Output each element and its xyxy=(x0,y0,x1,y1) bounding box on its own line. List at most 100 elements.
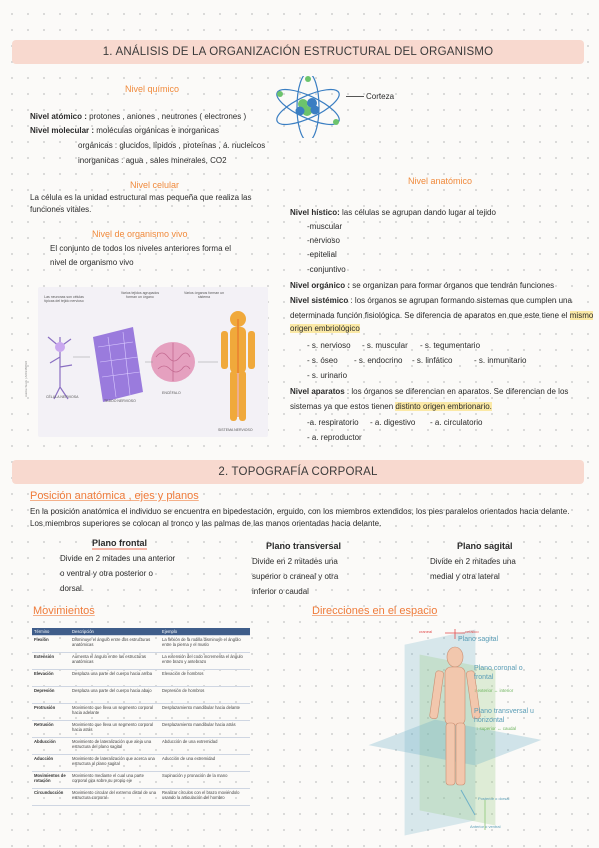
nivel-aparatos-text1: : los órganos se diferencian en aparatos… xyxy=(344,387,569,396)
table-cell: Depresión xyxy=(32,686,70,704)
nivel-organico-text: se organizan para formar órganos que ten… xyxy=(350,281,555,290)
tejido-nervioso: -nervioso xyxy=(307,236,340,245)
section1-banner: 1. ANÁLISIS DE LA ORGANIZACIÓN ESTRUCTUR… xyxy=(12,40,584,64)
cefalico-label: cefálico xyxy=(465,629,479,634)
nivel-quimico-title: Nivel químico xyxy=(125,84,180,94)
nivel-molecular-text: moléculas orgánicas e inorganicas xyxy=(94,126,219,135)
table-header: Término xyxy=(32,628,70,636)
plano-transversal-line2: superior o craneal y otra xyxy=(252,572,339,581)
nivel-molecular-line: Nivel molecular : moléculas orgánicas e … xyxy=(30,125,219,137)
nervous-system-figure: Las neuronas son células típicas del tej… xyxy=(24,287,268,437)
atom-icon xyxy=(276,76,340,138)
nivel-sistemico-text1: : los órganos se agrupan formando sistem… xyxy=(348,296,572,305)
table-cell: Aducción de una extremidad xyxy=(160,754,250,772)
s-urinario: - s. urinario xyxy=(307,371,348,380)
table-cell: Flexión xyxy=(32,635,70,653)
table-cell: Aumenta el ángulo entre las estructuras … xyxy=(70,652,160,670)
plano-coronal-label: Plano coronal o frontal xyxy=(474,665,523,681)
nivel-histico-label: Nivel hístico: xyxy=(290,208,340,217)
figure-credit: Adobe Stock | #203480836 xyxy=(24,360,28,397)
table-cell: Abducción xyxy=(32,737,70,755)
a-circulatorio: - a. circulatorio xyxy=(430,418,483,427)
nivel-anatomico-title: Nivel anatómico xyxy=(408,176,473,186)
corteza-label: Corteza xyxy=(366,92,395,101)
plano-transversal-label: Plano transversal u horizontal xyxy=(474,708,534,724)
table-cell: Abducción de una extremidad xyxy=(160,737,250,755)
table-cell: Elevación de hombros xyxy=(160,669,250,687)
direcciones-title: Direcciones en el espacio xyxy=(312,605,438,617)
plano-frontal-line2: o ventral y otra posterior o xyxy=(60,569,153,578)
table-cell: Movimientos de rotación xyxy=(32,771,70,789)
figure-top-label-2: Varios tejidos agrupados forman un órgan… xyxy=(120,291,160,299)
plano-frontal-line3: dorsal. xyxy=(60,584,85,593)
nivel-atomico-line: Nivel atómico : protones , aniones , neu… xyxy=(30,111,246,123)
table-cell: Desplazamiento mandibular hacia atrás xyxy=(160,720,250,738)
table-cell: Movimiento de lateralización que aleja u… xyxy=(70,737,160,755)
posicion-anatomica-text: En la posición anatómica el individuo se… xyxy=(30,507,570,528)
s-linfatico: - s. linfático xyxy=(412,356,453,365)
nivel-organico-label: Nivel orgánico : xyxy=(290,281,351,290)
nivel-sistemico-text2: determinada función fisiológica. Se dife… xyxy=(290,311,570,320)
plano-sagital-line1: Divide en 2 mitades una xyxy=(430,557,516,566)
distinto-origen-highlight: distinto origen embrionario. xyxy=(395,402,492,411)
table-cell: Movimiento que lleva un segmento corpora… xyxy=(70,720,160,738)
figure-top-label-1: Las neuronas son células típicas del tej… xyxy=(44,295,84,303)
craneal-label: craneal xyxy=(419,629,433,634)
nivel-aparatos-text2: sistemas ya que estos tienen xyxy=(290,402,396,411)
plano-sagital-title: Plano sagital xyxy=(457,541,513,551)
table-cell: Realizar círculos con el brazo moviéndol… xyxy=(160,788,250,806)
table-cell: Movimiento que lleva un segmento corpora… xyxy=(70,703,160,721)
a-reproductor: - a. reproductor xyxy=(307,433,362,442)
table-cell: La extensión del codo incrementa el ángu… xyxy=(160,652,250,670)
tissue-label: TEJIDO NERVIOSO xyxy=(104,399,136,403)
table-header: Descripción xyxy=(70,628,160,636)
tejido-epitelial: -epitelial xyxy=(307,250,337,259)
nivel-vivo-line2: nivel de organismo vivo xyxy=(50,258,134,267)
section2-banner: 2. TOPOGRAFÍA CORPORAL xyxy=(12,460,584,484)
superior-caudal-label: ↕ superior ↔ caudal xyxy=(476,726,517,731)
cell-label: CÉLULA NERVIOSA xyxy=(46,395,79,399)
table-cell: Retrusión xyxy=(32,720,70,738)
plano-frontal-title: Plano frontal xyxy=(92,538,148,550)
nivel-aparatos-label: Nivel aparatos xyxy=(290,387,345,396)
movimientos-title: Movimientos xyxy=(33,605,95,617)
organicas-line: orgánicas : glucidos, lípidos , proteína… xyxy=(78,141,266,150)
nivel-aparatos-line: Nivel aparatos : los órganos se diferenc… xyxy=(290,386,568,398)
table-cell: Disminuye el ángulo entre dos estructura… xyxy=(70,635,160,653)
s-endocrino: - s. endocrino xyxy=(354,356,403,365)
origen-embriologico-highlight: origen embriológico xyxy=(290,324,360,333)
table-cell: Aducción xyxy=(32,754,70,772)
system-label: SISTEMA NERVIOSO xyxy=(218,428,253,432)
table-cell: Circunducción xyxy=(32,788,70,806)
mismo-highlight: mismo xyxy=(569,311,594,320)
table-cell: Desplaza una parte del cuerpo hacia abaj… xyxy=(70,686,160,704)
nivel-organico-line: Nivel orgánico : se organizan para forma… xyxy=(290,280,554,292)
nivel-sistemico-line2: determinada función fisiológica. Se dife… xyxy=(290,310,594,322)
exterior-interior-label: ↕ exterior ↔ interior xyxy=(474,688,514,693)
nivel-sistemico-line: Nivel sistémico : los órganos se agrupan… xyxy=(290,295,572,307)
inorganicas-line: inorganicas : agua , sales minerales, CO… xyxy=(78,156,227,165)
plano-frontal-line1: Divide en 2 mitades una anterior xyxy=(60,554,176,563)
posterior-dorsal-label: Posterior o dorsal xyxy=(478,796,510,801)
table-cell: Depresión de hombros xyxy=(160,686,250,704)
nivel-histico-text: las células se agrupan dando lugar al te… xyxy=(339,208,496,217)
origen-embriologico: origen embriológico xyxy=(290,323,360,335)
s-oseo: - s. óseo xyxy=(307,356,338,365)
anterior-ventral-label: Anterior o ventral xyxy=(470,824,501,829)
table-cell: Extensión xyxy=(32,652,70,670)
table-cell: Desplazamiento mandibular hacia delante xyxy=(160,703,250,721)
nivel-molecular-label: Nivel molecular : xyxy=(30,126,95,135)
nivel-vivo-line1: El conjunto de todos los niveles anterio… xyxy=(50,244,231,253)
